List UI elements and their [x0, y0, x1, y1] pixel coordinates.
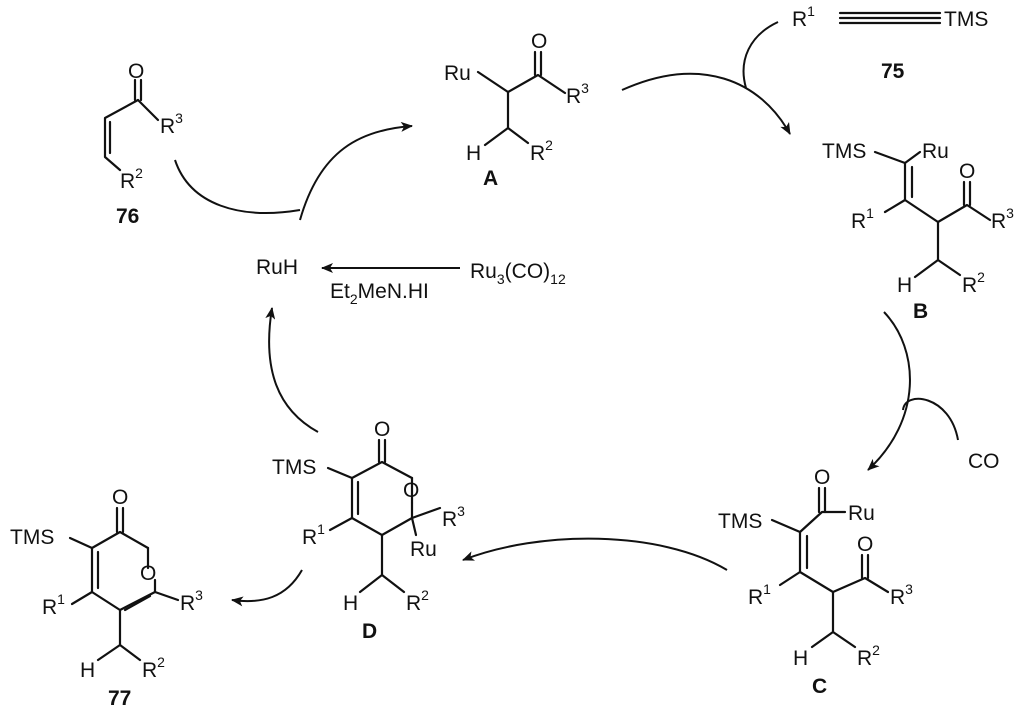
svg-text:R1: R1 — [302, 521, 325, 549]
compound-label-A: A — [483, 167, 498, 190]
svg-text:R1: R1 — [851, 205, 874, 233]
svg-text:R3: R3 — [442, 503, 465, 531]
compound-77: TMS O O R1 R3 H R2 77 — [10, 486, 203, 710]
svg-text:TMS: TMS — [718, 510, 762, 533]
svg-text:R3: R3 — [160, 110, 183, 138]
svg-text:O: O — [857, 533, 873, 556]
atom-label: O — [128, 60, 144, 83]
svg-text:O: O — [531, 30, 547, 53]
compound-label-76: 76 — [116, 205, 139, 228]
svg-text:H: H — [343, 592, 358, 615]
svg-text:TMS: TMS — [272, 456, 316, 479]
compound-label-D: D — [362, 620, 377, 643]
substrate-76-entry-arc — [174, 159, 301, 214]
svg-text:TMS: TMS — [10, 526, 54, 549]
svg-text:O: O — [112, 486, 128, 509]
compound-label-B: B — [913, 300, 928, 323]
co-entry-arc — [902, 397, 959, 441]
intermediate-B: TMS Ru O R1 R3 H R2 B — [822, 140, 1014, 323]
svg-text:R3: R3 — [991, 205, 1014, 233]
reagent-ru3co12: Ru3(CO)12 — [470, 260, 566, 287]
arrow-D-to-RuH — [265, 307, 319, 433]
svg-text:H: H — [466, 142, 481, 165]
catalyst-formation: RuH Ru3(CO)12 Et2MeN.HI — [256, 256, 566, 307]
svg-text:O: O — [814, 466, 830, 489]
compound-label-C: C — [812, 675, 827, 698]
svg-text:R2: R2 — [120, 165, 143, 193]
arrow-C-to-D — [462, 537, 728, 571]
svg-text:H: H — [80, 659, 95, 682]
compound-75: R1 TMS 75 — [792, 3, 988, 83]
arrow-B-to-C — [867, 311, 911, 471]
svg-text:R2: R2 — [962, 269, 985, 297]
svg-text:H: H — [793, 647, 808, 670]
catalyst-ruh: RuH — [256, 256, 298, 279]
svg-text:R2: R2 — [142, 654, 165, 682]
svg-text:Ru: Ru — [922, 140, 949, 163]
svg-text:R3: R3 — [890, 581, 913, 609]
intermediate-D: TMS O O R1 R3 Ru H R2 D — [272, 418, 465, 643]
svg-text:O: O — [374, 418, 390, 441]
reagent-co: CO — [968, 450, 1000, 473]
atom-label: Ru — [444, 62, 471, 85]
svg-text:R2: R2 — [857, 642, 880, 670]
svg-text:R1: R1 — [792, 3, 815, 31]
svg-text:R2: R2 — [406, 587, 429, 615]
arrow-ruh-to-A — [299, 121, 413, 221]
svg-text:R2: R2 — [530, 137, 553, 165]
intermediate-A: Ru O R3 H R2 A — [444, 30, 589, 190]
svg-text:TMS: TMS — [944, 8, 988, 31]
intermediate-C: TMS O Ru O R1 R3 H R2 C — [718, 466, 913, 698]
compound-76: O R3 R2 76 — [103, 60, 183, 228]
svg-text:O: O — [403, 479, 419, 502]
svg-text:Ru: Ru — [410, 538, 437, 561]
reagent-amine-salt: Et2MeN.HI — [330, 280, 429, 307]
svg-text:O: O — [959, 160, 975, 183]
arrow-D-to-77 — [231, 569, 303, 607]
svg-text:R3: R3 — [180, 587, 203, 615]
svg-text:H: H — [897, 274, 912, 297]
svg-text:R1: R1 — [42, 591, 65, 619]
svg-text:O: O — [140, 562, 156, 585]
compound-label-77: 77 — [108, 687, 131, 710]
arrow-A-to-B — [621, 72, 791, 135]
svg-text:TMS: TMS — [822, 140, 866, 163]
svg-text:Ru: Ru — [848, 502, 875, 525]
svg-text:R1: R1 — [748, 581, 771, 609]
alkyne-75-entry-arc — [742, 21, 779, 89]
svg-text:R3: R3 — [566, 80, 589, 108]
compound-label-75: 75 — [881, 60, 905, 83]
